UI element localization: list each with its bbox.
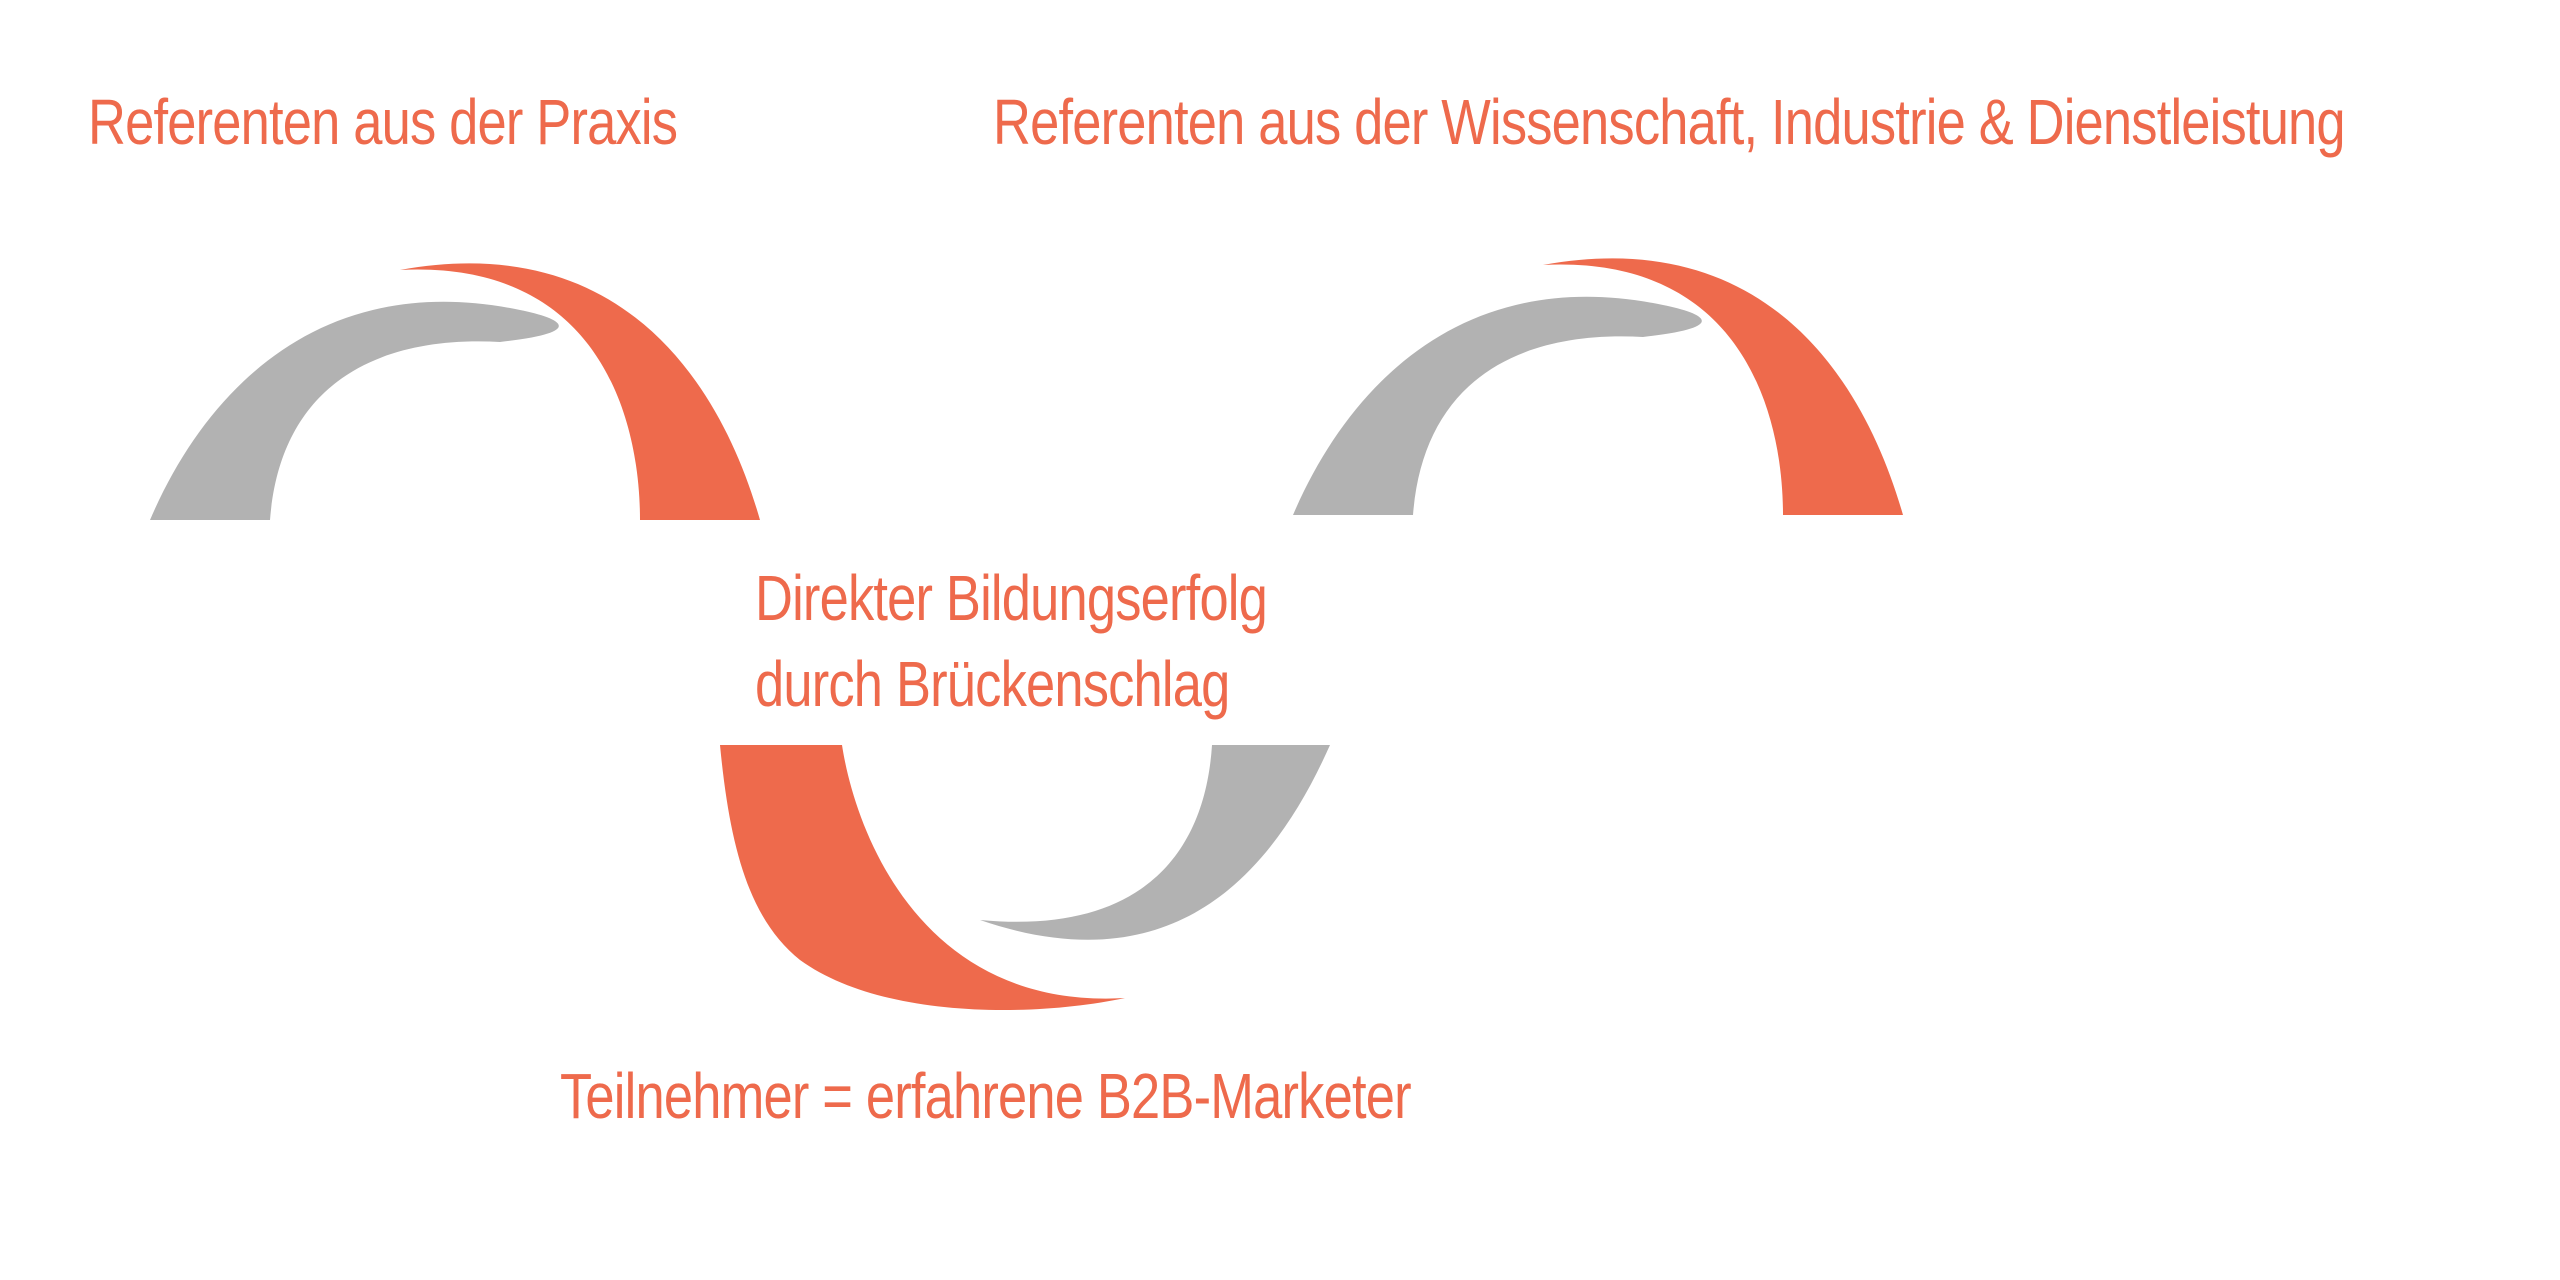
- right-gray-arc: [1293, 296, 1702, 515]
- science-speakers-label: Referenten aus der Wissenschaft, Industr…: [993, 86, 2346, 158]
- left-gray-arc: [150, 301, 559, 520]
- practice-speakers-label: Referenten aus der Praxis: [88, 86, 678, 158]
- center-label: Direkter Bildungserfolg durch Brückensch…: [755, 555, 1268, 727]
- right-orange-arc: [1543, 258, 1903, 515]
- participants-label: Teilnehmer = erfahrene B2B-Marketer: [560, 1060, 1412, 1132]
- center-label-line1: Direkter Bildungserfolg: [755, 562, 1268, 634]
- bottom-orange-arc: [720, 745, 1125, 1011]
- bottom-gray-arc: [980, 745, 1330, 940]
- left-orange-arc: [400, 263, 760, 520]
- center-label-line2: durch Brückenschlag: [755, 648, 1230, 720]
